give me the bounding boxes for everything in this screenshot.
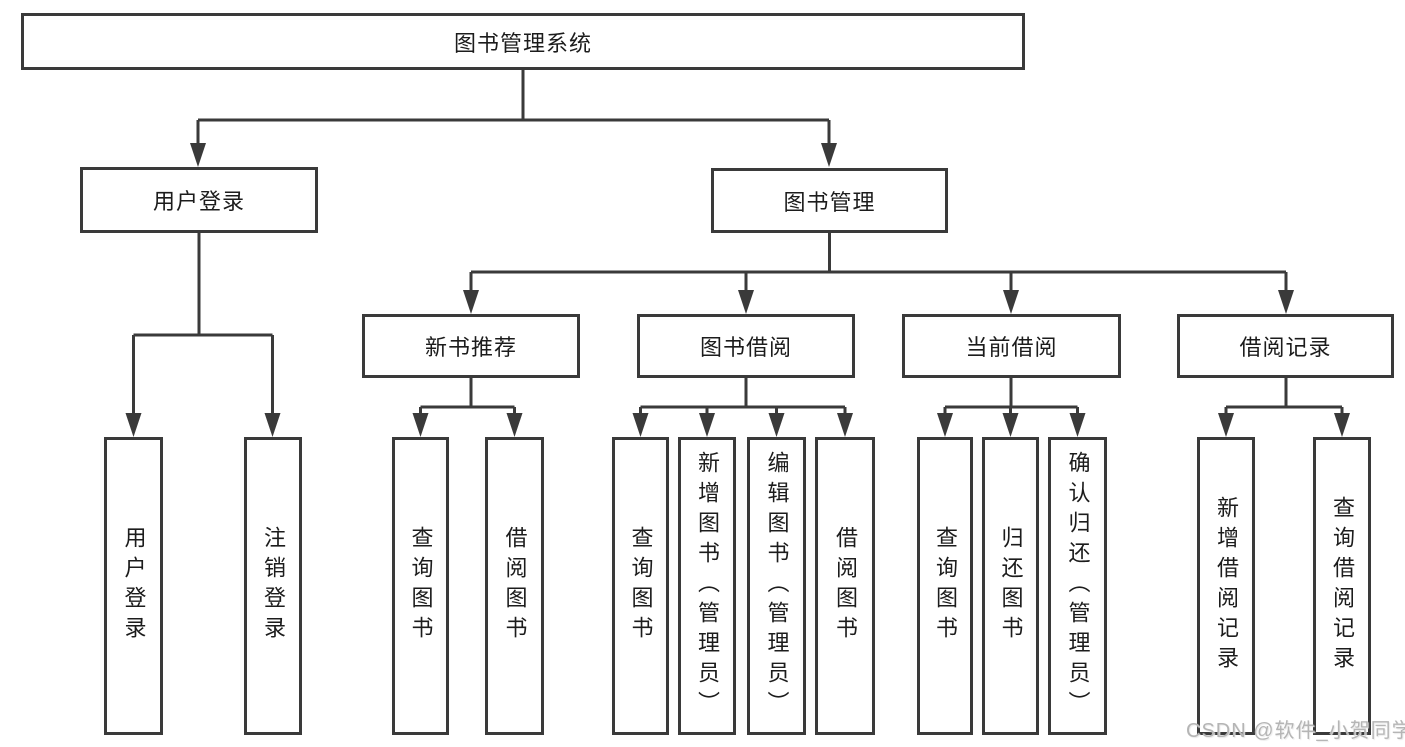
node-new-book-recommend: 新书推荐: [362, 314, 580, 378]
arrowhead: [632, 413, 649, 437]
node-leaf-query-books-borrow: 查询图书: [612, 437, 669, 735]
node-leaf-borrow-books-borrow-label: 借阅图书: [833, 526, 858, 646]
node-leaf-borrow-books-recommend: 借阅图书: [485, 437, 544, 735]
node-new-book-recommend-label: 新书推荐: [424, 335, 517, 360]
node-leaf-add-borrow-record: 新增借阅记录: [1197, 437, 1255, 735]
arrowhead: [937, 413, 953, 437]
node-book-borrow: 图书借阅: [637, 314, 855, 378]
arrowhead: [837, 413, 853, 437]
node-book-borrow-label: 图书借阅: [699, 335, 792, 360]
arrowhead: [821, 143, 837, 167]
node-leaf-logout: 注销登录: [244, 437, 302, 735]
node-leaf-edit-book-admin: 编辑图书（管理员）: [747, 437, 806, 735]
connector-userlogin-to-leaves: [132, 233, 274, 416]
connector-borrow-to-leaves: [639, 378, 847, 416]
node-leaf-confirm-return-admin-label: 确认归还（管理员）: [1065, 451, 1091, 721]
node-leaf-edit-book-admin-label: 编辑图书（管理员）: [764, 451, 790, 721]
node-leaf-borrow-books-borrow: 借阅图书: [815, 437, 875, 735]
node-borrow-records: 借阅记录: [1177, 314, 1394, 378]
arrowhead: [412, 413, 429, 437]
arrowhead: [1278, 290, 1294, 314]
node-leaf-query-books-borrow-label: 查询图书: [628, 526, 654, 646]
node-leaf-confirm-return-admin: 确认归还（管理员）: [1048, 437, 1107, 735]
node-leaf-query-books-recommend: 查询图书: [392, 437, 449, 735]
node-book-management: 图书管理: [711, 168, 948, 233]
node-leaf-return-books: 归还图书: [982, 437, 1039, 735]
node-leaf-add-borrow-record-label: 新增借阅记录: [1214, 496, 1239, 676]
node-leaf-user-login-label: 用户登录: [121, 526, 147, 646]
node-leaf-user-login: 用户登录: [104, 437, 163, 735]
node-leaf-query-books-current: 查询图书: [917, 437, 973, 735]
node-root: 图书管理系统: [21, 13, 1025, 70]
arrowhead: [738, 290, 754, 314]
node-current-borrow: 当前借阅: [902, 314, 1121, 378]
watermark: CSDN @软件_小贺同学: [1186, 720, 1405, 742]
connector-recommend-to-leaves: [419, 378, 516, 416]
node-root-label: 图书管理系统: [453, 30, 592, 56]
node-leaf-query-borrow-record-label: 查询借阅记录: [1330, 496, 1355, 676]
arrowhead: [699, 413, 715, 437]
node-user-login: 用户登录: [80, 167, 318, 233]
arrowhead: [463, 290, 479, 314]
node-leaf-add-book-admin-label: 新增图书（管理员）: [695, 451, 720, 721]
node-leaf-logout-label: 注销登录: [261, 526, 286, 646]
node-leaf-query-borrow-record: 查询借阅记录: [1313, 437, 1371, 735]
node-current-borrow-label: 当前借阅: [965, 335, 1058, 360]
arrowhead: [1003, 290, 1019, 314]
node-book-management-label: 图书管理: [783, 189, 876, 215]
node-leaf-query-books-recommend-label: 查询图书: [408, 526, 434, 646]
arrowhead: [1334, 413, 1350, 437]
node-leaf-borrow-books-recommend-label: 借阅图书: [502, 526, 528, 646]
node-user-login-label: 用户登录: [152, 189, 245, 214]
arrowhead: [506, 413, 523, 437]
arrowhead: [768, 413, 785, 437]
node-borrow-records-label: 借阅记录: [1239, 335, 1332, 360]
connector-root-to-level2: [196, 70, 831, 146]
arrowhead: [1002, 413, 1019, 437]
node-leaf-add-book-admin: 新增图书（管理员）: [678, 437, 736, 735]
arrowhead: [1069, 413, 1086, 437]
arrowhead: [125, 413, 142, 437]
arrowhead: [264, 413, 281, 437]
arrowhead: [1218, 413, 1234, 437]
connector-current-to-leaves: [943, 378, 1079, 416]
connector-bookmgmt-to-level3: [469, 233, 1288, 292]
arrowhead: [190, 143, 206, 167]
node-leaf-query-books-current-label: 查询图书: [933, 526, 958, 646]
connector-records-to-leaves: [1224, 378, 1344, 416]
node-leaf-return-books-label: 归还图书: [998, 526, 1024, 646]
